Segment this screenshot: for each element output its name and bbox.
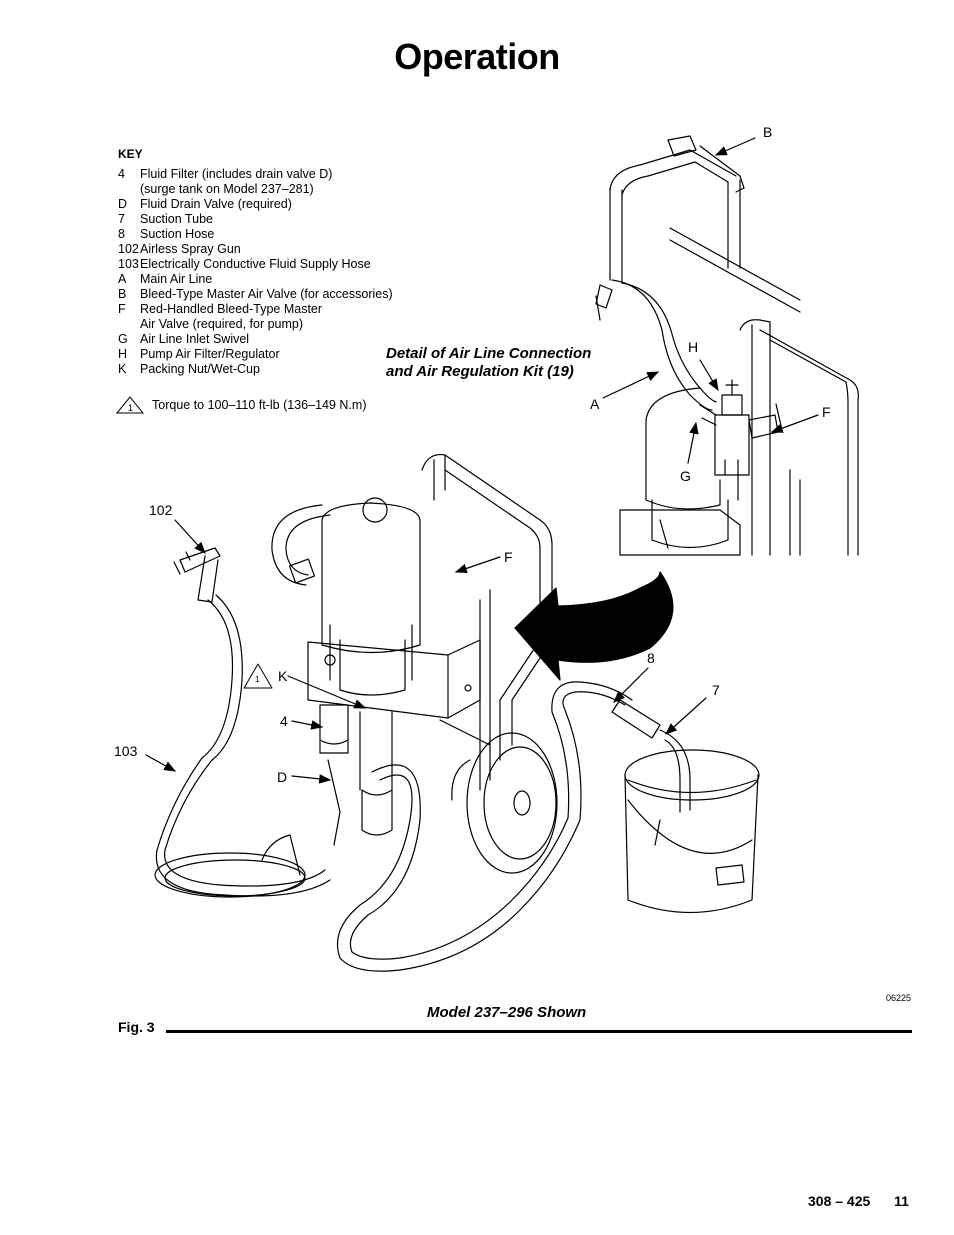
detail-pointer-arrow: [514, 571, 674, 681]
key-item-code: D: [118, 197, 128, 211]
key-item-text: Air Valve (required, for pump): [140, 317, 304, 331]
torque-note-text: Torque to 100–110 ft-lb (136–149 N.m): [152, 398, 367, 412]
key-heading: KEY: [118, 147, 143, 161]
key-item-text: Suction Tube: [140, 212, 213, 226]
drawing-id: 06225: [886, 993, 912, 1003]
key-item-text: Main Air Line: [140, 272, 213, 286]
key-item: G Air Line Inlet Swivel: [118, 332, 393, 347]
key-item: K Packing Nut/Wet-Cup: [118, 362, 393, 377]
page-footer: 308 – 425 11: [808, 1193, 909, 1209]
key-item-text: Electrically Conductive Fluid Supply Hos…: [140, 257, 371, 271]
key-item-code: A: [118, 272, 127, 286]
key-item: 8 Suction Hose: [118, 227, 393, 242]
page-title: Operation: [394, 36, 560, 77]
key-item-text: Fluid Filter (includes drain valve D): [140, 167, 333, 181]
key-item: F Red-Handled Bleed-Type Master: [118, 302, 393, 317]
callout-d: D: [277, 769, 288, 785]
model-caption: Model 237–296 Shown: [427, 1004, 587, 1021]
callout-f-main: F: [504, 549, 513, 565]
key-item-code: 8: [118, 227, 125, 241]
callout-4: 4: [280, 713, 288, 729]
key-item: (surge tank on Model 237–281): [118, 182, 393, 197]
torque-symbol-number: 1: [128, 403, 133, 413]
key-legend: KEY 4 Fluid Filter (includes drain valve …: [118, 147, 393, 377]
callout-a: A: [590, 396, 600, 412]
key-item-text: Fluid Drain Valve (required): [140, 197, 292, 211]
detail-caption: Detail of Air Line Connection and Air Re…: [386, 345, 591, 381]
key-item-text: Bleed-Type Master Air Valve (for accesso…: [140, 287, 393, 301]
callout-103: 103: [114, 743, 138, 759]
k-torque-number: 1: [255, 675, 260, 684]
k-torque-icon: [243, 663, 273, 689]
callout-g: G: [680, 468, 691, 484]
detail-caption-line1: Detail of Air Line Connection: [386, 345, 592, 362]
key-item-code: F: [118, 302, 126, 316]
callout-7: 7: [712, 682, 720, 698]
page-number: 11: [894, 1193, 909, 1209]
key-list: 4 Fluid Filter (includes drain valve D)(s…: [118, 167, 393, 377]
detail-caption-line2: and Air Regulation Kit (19): [386, 363, 574, 380]
doc-number: 308 – 425: [808, 1193, 871, 1209]
key-item: 7 Suction Tube: [118, 212, 393, 227]
key-item-code: K: [118, 362, 127, 376]
torque-warning-icon: 1: [116, 396, 144, 414]
key-item-text: Air Line Inlet Swivel: [140, 332, 250, 346]
key-item: 4 Fluid Filter (includes drain valve D): [118, 167, 393, 182]
callout-102: 102: [149, 502, 173, 518]
callout-f-detail: F: [822, 404, 831, 420]
callout-h: H: [688, 339, 699, 355]
key-item-code: 103: [118, 257, 139, 271]
key-item: H Pump Air Filter/Regulator: [118, 347, 393, 362]
key-item: B Bleed-Type Master Air Valve (for access…: [118, 287, 393, 302]
key-item: D Fluid Drain Valve (required): [118, 197, 393, 212]
main-drawing: [154, 453, 760, 972]
key-item-text: Red-Handled Bleed-Type Master: [140, 302, 323, 316]
key-item: A Main Air Line: [118, 272, 393, 287]
key-item-text: (surge tank on Model 237–281): [140, 182, 314, 196]
key-item-text: Airless Spray Gun: [140, 242, 241, 256]
callout-k: K: [278, 668, 288, 684]
callout-8: 8: [647, 650, 655, 666]
key-item-text: Pump Air Filter/Regulator: [140, 347, 280, 361]
key-item-code: 4: [118, 167, 125, 181]
figure-rule: [166, 1030, 912, 1033]
figure-label: Fig. 3: [118, 1019, 155, 1035]
key-item-code: G: [118, 332, 128, 346]
key-item: Air Valve (required, for pump): [118, 317, 393, 332]
torque-note: 1 Torque to 100–110 ft-lb (136–149 N.m): [116, 396, 366, 414]
key-item-code: B: [118, 287, 127, 301]
callout-b: B: [763, 124, 773, 140]
detail-drawing: [595, 135, 859, 556]
key-item-text: Packing Nut/Wet-Cup: [140, 362, 260, 376]
key-item-code: H: [118, 347, 128, 361]
key-item-code: 7: [118, 212, 125, 226]
key-item-code: 102: [118, 242, 139, 256]
key-item-text: Suction Hose: [140, 227, 215, 241]
